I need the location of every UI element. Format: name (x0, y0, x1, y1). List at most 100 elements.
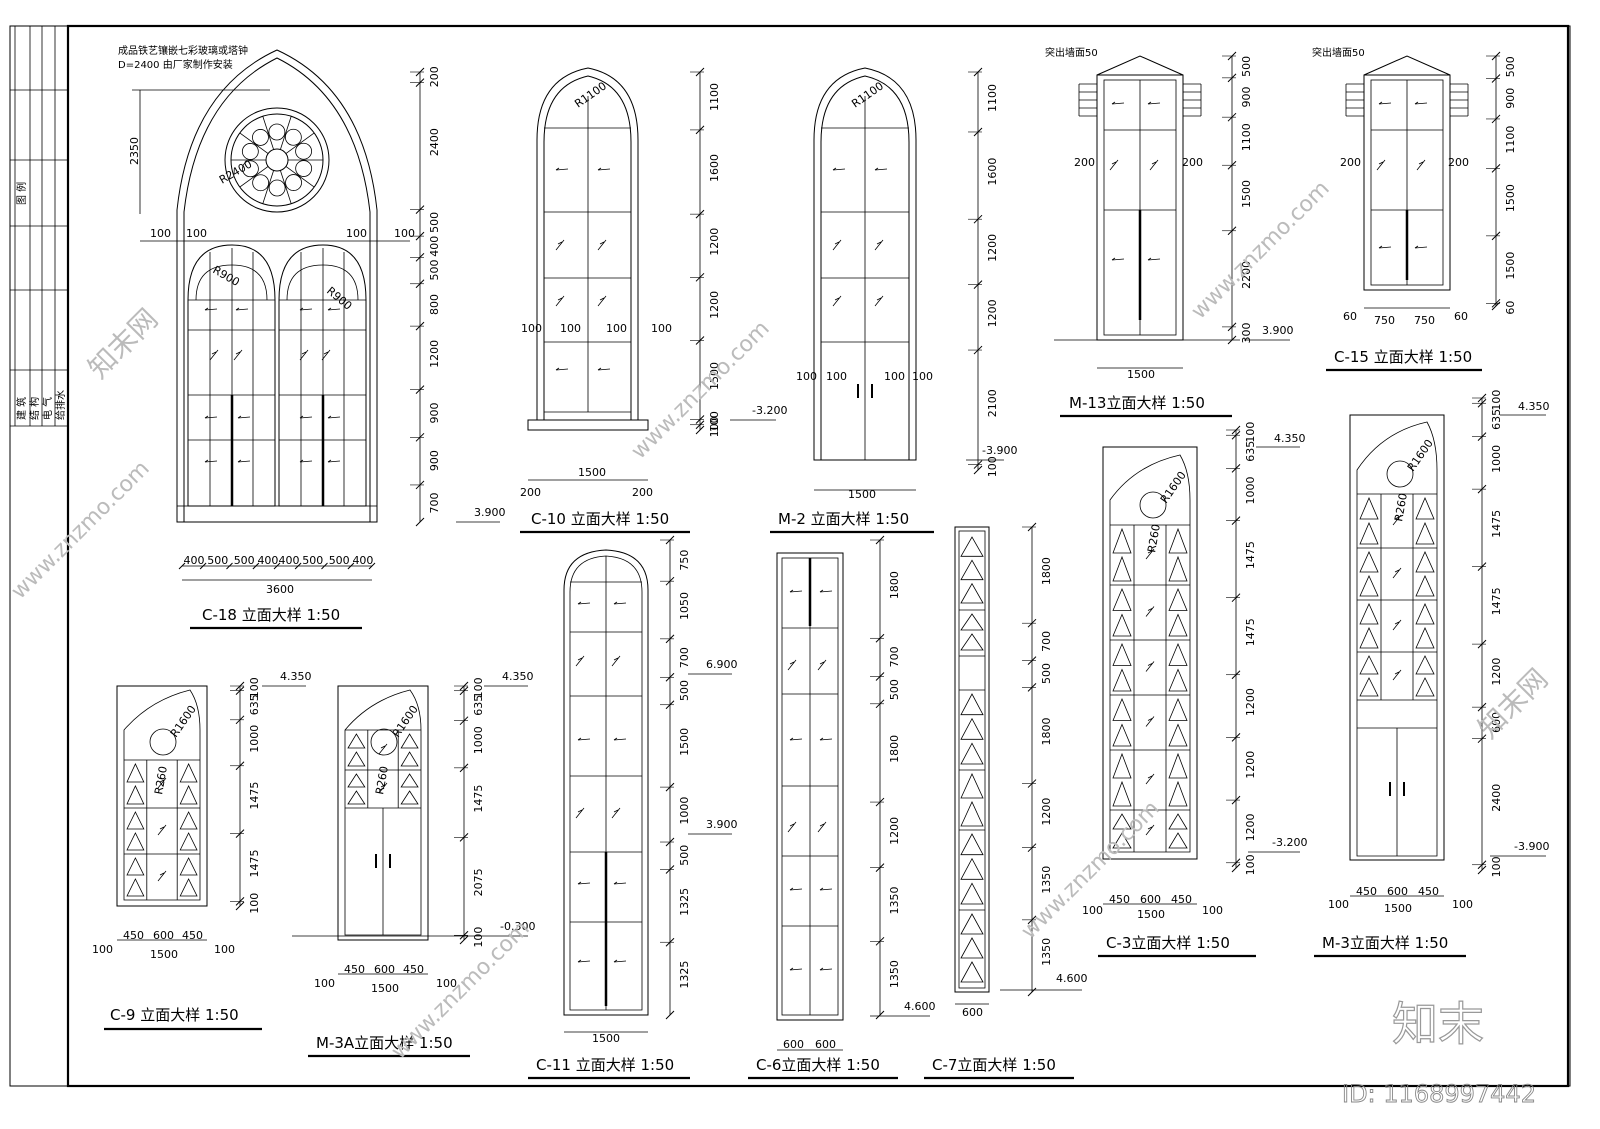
glass-mark (874, 295, 884, 307)
handle-mark (1111, 101, 1125, 105)
c9-b0: 450 (123, 929, 144, 942)
triangle-pane (1168, 780, 1188, 807)
glass-mark (209, 349, 219, 361)
c10-level: -3.200 (752, 404, 787, 417)
triangle-pane (960, 613, 984, 631)
dim-tick (1477, 865, 1487, 875)
glass-mark (597, 295, 607, 307)
c10-sideR100: 100 (606, 322, 627, 335)
m3-b2: 450 (1418, 885, 1439, 898)
c18-radius-3: R900 (324, 284, 354, 312)
dim-tick (347, 562, 355, 570)
dim-tick (368, 562, 376, 570)
dim-label: 100 (472, 927, 485, 948)
triangle-pane (126, 785, 145, 805)
dim-label: 400 (352, 554, 373, 567)
m3a-r1600: R1600 (390, 703, 421, 740)
dim-label: 900 (1504, 88, 1517, 109)
c9-r260: R260 (152, 765, 170, 795)
triangle-pane (960, 559, 984, 581)
c6-b0: 600 (783, 1038, 804, 1051)
dim-label: 1200 (888, 817, 901, 845)
handle-mark (1147, 257, 1161, 261)
sidebar-label-arch: 建 筑 (15, 397, 28, 420)
rose-spoke (285, 132, 315, 154)
c10-side-r: 200 (632, 486, 653, 499)
handle-mark (1414, 101, 1428, 105)
dim-label: 1325 (678, 888, 691, 916)
dim-tick (273, 562, 281, 570)
dim-label: 2075 (472, 868, 485, 896)
dim-label: 1100 (708, 83, 721, 111)
dim-tick (226, 562, 233, 570)
dim-label: 1475 (248, 849, 261, 877)
c18-note-1: 成品铁艺镶嵌七彩玻璃或塔钟 (118, 44, 248, 57)
dim-label: 100 (472, 677, 485, 698)
triangle-pane (400, 733, 419, 749)
rose-petal (241, 143, 259, 160)
triangle-pane (400, 773, 419, 788)
triangle-pane (1112, 527, 1132, 554)
triangle-pane (1415, 627, 1435, 649)
triangle-pane (960, 773, 984, 799)
handle-mark (789, 967, 803, 971)
triangle-pane (1359, 603, 1379, 625)
c3-r1600: R1600 (1158, 469, 1189, 506)
handle-mark (237, 459, 251, 463)
glass-mark (787, 659, 797, 671)
glass-mark (157, 777, 167, 789)
triangle-pane (960, 801, 984, 827)
c3-level2: -3.200 (1272, 836, 1307, 849)
triangle-pane (960, 833, 984, 856)
m3-r1600: R1600 (1405, 437, 1436, 474)
handle-mark (299, 415, 313, 419)
rose-spoke (285, 166, 315, 188)
triangle-pane (960, 937, 984, 959)
sidebar-label-top: 图 例 (15, 182, 28, 205)
glass-mark (1392, 619, 1402, 631)
dim-label: 500 (678, 680, 691, 701)
handle-mark (613, 737, 627, 741)
dim-label: 1000 (472, 726, 485, 754)
m13-level: 3.900 (1262, 324, 1294, 337)
triangle-pane (960, 913, 984, 935)
glass-mark (555, 295, 565, 307)
triangle-pane (1415, 575, 1435, 597)
c10-sideL100b: 100 (560, 322, 581, 335)
triangle-pane (126, 763, 145, 783)
handle-mark (1414, 245, 1428, 249)
glass-mark (817, 821, 827, 833)
glass-mark (157, 824, 167, 836)
dim-tick (321, 562, 328, 570)
glass-mark (555, 239, 565, 251)
glass-mark (378, 782, 388, 794)
dim-label: 100 (708, 416, 721, 437)
triangle-pane (1168, 697, 1188, 721)
watermark-cn-2: 知末网 (82, 302, 165, 385)
dim-label: 400 (428, 236, 441, 257)
dim-label: 1475 (1244, 541, 1257, 569)
c18-side-r2: 100 (346, 227, 367, 240)
dim-label: 600 (1490, 712, 1503, 733)
triangle-pane (1415, 521, 1435, 545)
dim-label: 1800 (888, 571, 901, 599)
handle-mark (327, 415, 341, 419)
glass-mark (575, 807, 585, 819)
m2-width: 1500 (848, 488, 876, 501)
triangle-pane (179, 857, 198, 876)
dim-tick (875, 1010, 885, 1020)
handle-mark (299, 307, 313, 311)
dim-label: 1475 (472, 785, 485, 813)
triangle-pane (1168, 527, 1188, 554)
triangle-pane (1112, 752, 1132, 779)
dim-tick (294, 562, 302, 570)
dim-label: 1200 (1244, 813, 1257, 841)
m3-level2: -3.900 (1514, 840, 1549, 853)
triangle-pane (960, 582, 984, 604)
dim-label: 500 (329, 554, 350, 567)
triangle-pane (1168, 723, 1188, 747)
dim-label: 700 (678, 647, 691, 668)
handle-mark (204, 307, 218, 311)
